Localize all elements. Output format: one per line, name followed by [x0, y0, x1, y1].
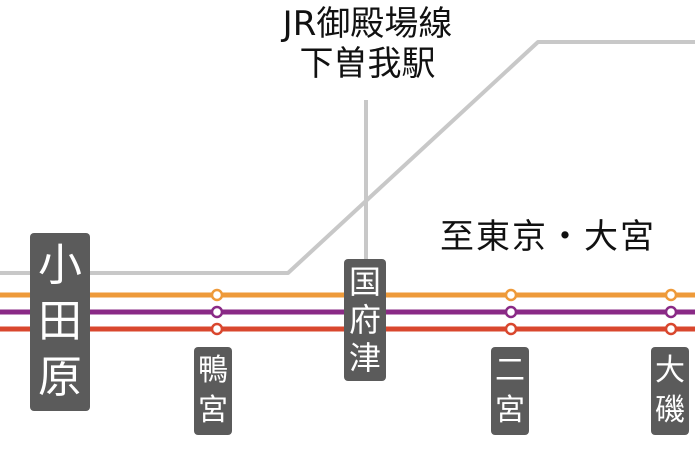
connection-line-name: JR御殿場線: [282, 4, 453, 44]
station-sign-char: 磯: [655, 393, 685, 428]
stop-marker-orange: [210, 288, 224, 302]
station-sign-char: 原: [38, 352, 82, 403]
station-sign-odawara[interactable]: 小 田 原: [30, 233, 90, 411]
stop-marker-purple: [664, 305, 678, 319]
stop-marker-orange: [664, 288, 678, 302]
stop-marker-red: [210, 322, 224, 336]
direction-label: 至東京・大宮: [440, 217, 656, 257]
station-sign-char: 二: [495, 353, 525, 388]
station-sign-char: 大: [655, 353, 685, 388]
gotemba-line: [0, 40, 695, 275]
station-sign-char: 津: [348, 339, 381, 377]
oiso-markers: [664, 288, 678, 336]
stop-marker-red: [664, 322, 678, 336]
stop-marker-purple: [210, 305, 224, 319]
station-sign-kokufuzu[interactable]: 国 府 津: [344, 259, 386, 381]
station-sign-ninomiya[interactable]: 二 宮: [491, 347, 529, 435]
station-sign-char: 府: [348, 301, 381, 339]
station-sign-char: 鴨: [198, 353, 228, 388]
connection-label: JR御殿場線 下曽我駅: [255, 4, 480, 84]
kamonomiya-markers: [210, 288, 224, 336]
station-sign-char: 国: [348, 263, 381, 301]
stop-marker-orange: [504, 288, 518, 302]
station-sign-char: 小: [38, 240, 82, 291]
station-sign-char: 宮: [198, 393, 228, 428]
stop-marker-purple: [504, 305, 518, 319]
station-sign-char: 田: [38, 296, 82, 347]
ninomiya-markers: [504, 288, 518, 336]
station-sign-oiso[interactable]: 大 磯: [651, 347, 689, 435]
station-sign-kamonomiya[interactable]: 鴨 宮: [194, 347, 232, 435]
stop-marker-red: [504, 322, 518, 336]
station-sign-char: 宮: [495, 393, 525, 428]
connection-station-name: 下曽我駅: [299, 44, 436, 84]
